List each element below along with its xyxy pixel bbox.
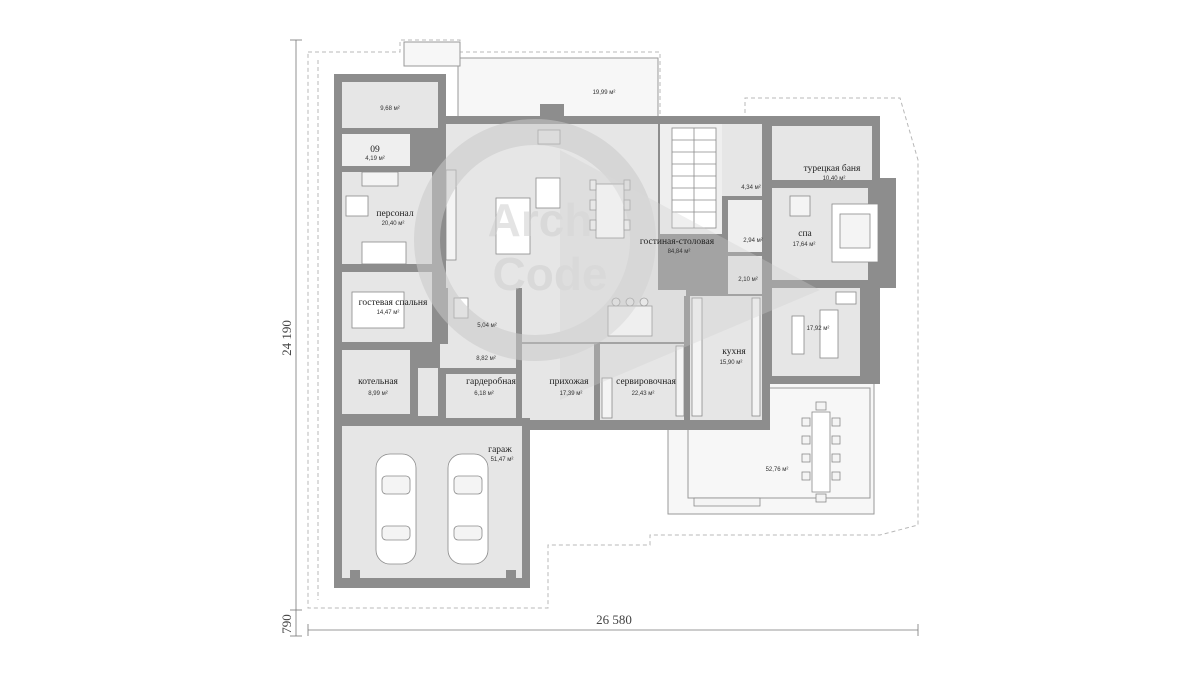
wardrobe-name: гардеробная (466, 376, 516, 387)
wardrobe-area: 6,18 м² (474, 391, 493, 397)
small1-area: 4,34 м² (741, 185, 760, 191)
bath-mid-area: 5,04 м² (477, 323, 496, 329)
spa-name: спа (798, 229, 812, 239)
hammam-name: турецкая баня (804, 163, 861, 174)
guest-area: 14,47 м² (377, 310, 400, 316)
dimension-width: 26 580 (596, 612, 632, 627)
room09-area: 4,19 м² (365, 156, 384, 162)
staircase (671, 127, 717, 229)
top-balcony-step (403, 41, 461, 67)
staff-name: персонал (376, 209, 413, 219)
corridor-area: 8,82 м² (476, 356, 495, 362)
pantry-name: сервировочная (616, 377, 676, 387)
living-area: 84,84 м² (668, 249, 691, 255)
kitchen-counters (601, 297, 761, 419)
watermark: Arch Code (414, 119, 820, 400)
gym-area: 17,92 м² (807, 326, 830, 332)
living-name: гостиная-столовая (640, 237, 715, 247)
pantry-area: 22,43 м² (632, 391, 655, 397)
small3-area: 2,10 м² (738, 277, 757, 283)
garage-cars (350, 453, 516, 588)
dimension-height: 24 190 (279, 320, 294, 356)
watermark-line2: Code (493, 248, 608, 300)
hall-name: прихожая (550, 377, 590, 387)
site-outline (307, 39, 919, 609)
garage-area: 51,47 м² (491, 457, 514, 463)
kitchen-area: 15,90 м² (720, 360, 743, 366)
small2-area: 2,94 м² (743, 238, 762, 244)
spa-pool (789, 195, 879, 263)
dimension-offset: 790 (279, 614, 294, 634)
kitchen-name: кухня (722, 347, 746, 357)
hammam-area: 10,40 м² (823, 176, 846, 182)
garage-name: гараж (488, 445, 512, 455)
room-labels: 9,68 м² 09 4,19 м² персонал 20,40 м² гос… (358, 90, 861, 473)
storage-top-area: 9,68 м² (380, 106, 399, 112)
terrace-dining (693, 401, 841, 507)
guest-name: гостевая спальня (359, 298, 428, 308)
bedroom-furniture (345, 171, 469, 329)
boiler-area: 8,99 м² (368, 391, 387, 397)
staff-area: 20,40 м² (382, 221, 405, 227)
boiler-name: котельная (358, 377, 398, 387)
hall-area: 17,39 м² (560, 391, 583, 397)
room09-name: 09 (370, 145, 380, 155)
gym-equipment (791, 291, 857, 359)
terrace-right-area: 52,76 м² (766, 467, 789, 473)
terrace-top-area: 19,99 м² (593, 90, 616, 96)
dimension-lines: 24 190 790 26 580 (279, 39, 919, 637)
watermark-line1: Arch (488, 194, 593, 246)
spa-area: 17,64 м² (793, 242, 816, 248)
